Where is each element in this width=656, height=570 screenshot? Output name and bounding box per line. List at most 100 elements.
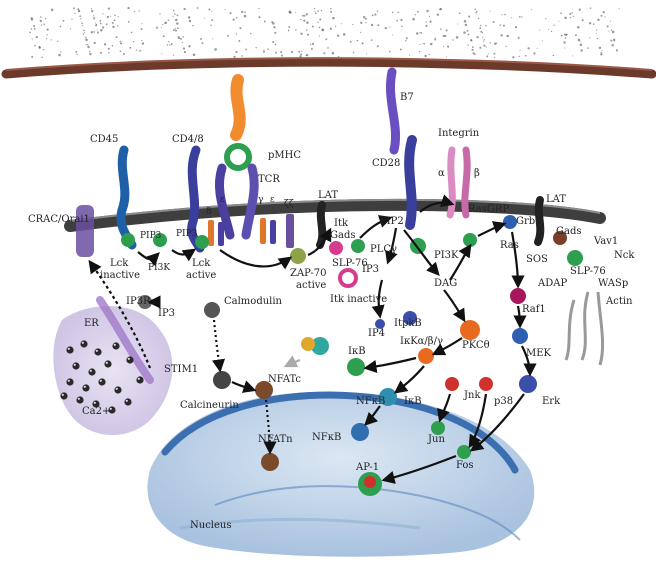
label-jnk: Jnk (463, 390, 481, 401)
speckle (172, 16, 173, 17)
arrow-lck-zap (220, 250, 290, 266)
speckle (112, 26, 114, 28)
speckle (51, 39, 52, 40)
speckle (95, 22, 96, 23)
speckle (505, 46, 506, 47)
label-gads-b: Gads (556, 226, 581, 237)
speckle (593, 23, 595, 25)
speckle (51, 9, 54, 12)
speckle (323, 52, 325, 54)
label-calcineurin: Calcineurin (180, 400, 239, 411)
speckle (474, 8, 476, 10)
speckle (426, 10, 428, 12)
label-slp76-b: SLP-76 (570, 266, 606, 277)
speckle (573, 16, 574, 17)
speckle (596, 29, 597, 30)
speckle (446, 29, 448, 31)
speckle (57, 41, 58, 42)
speckle (173, 10, 175, 12)
calcium-ion (76, 396, 83, 403)
label-zz: ζζ (284, 199, 294, 209)
speckle (564, 17, 567, 20)
speckle (192, 25, 194, 27)
label-ap1: AP-1 (355, 462, 379, 473)
p38-blob (479, 377, 493, 391)
speckle (102, 13, 103, 14)
speckle (400, 49, 402, 51)
label-nfatc: NFATc (268, 374, 301, 385)
speckle (301, 51, 302, 52)
speckle (366, 53, 367, 54)
label-sos: SOS (526, 254, 548, 265)
speckle (236, 17, 238, 19)
speckle (171, 43, 173, 45)
speckle (616, 49, 618, 51)
calcium-ion (126, 356, 133, 363)
speckle (319, 35, 320, 36)
speckle (521, 16, 522, 17)
label-ip3-a: IP3 (362, 264, 379, 275)
speckle (319, 27, 321, 29)
speckle (197, 7, 199, 9)
speckle (494, 53, 496, 55)
speckle (58, 54, 61, 57)
mek-blob (512, 328, 528, 344)
speckle (602, 50, 603, 51)
arrow-lck-pi3k (138, 252, 158, 259)
speckle (107, 16, 109, 18)
endoplasmic-reticulum (53, 300, 172, 435)
speckle (317, 10, 319, 12)
speckle (211, 19, 213, 21)
speckle (46, 28, 48, 30)
label-pip2: PIP2 (380, 216, 404, 227)
speckle (569, 13, 571, 15)
speckle (456, 36, 459, 39)
speckle (377, 24, 379, 26)
speckle (95, 24, 97, 26)
label-ip3-b: IP3 (158, 308, 175, 319)
speckle (577, 26, 580, 29)
speckle (321, 10, 322, 11)
speckle (476, 10, 478, 12)
speckle (360, 22, 362, 24)
speckle (82, 25, 83, 26)
speckle (83, 33, 84, 34)
label-lat-a: LAT (318, 190, 338, 201)
speckle (41, 24, 42, 25)
speckle (184, 51, 186, 53)
speckle (244, 11, 246, 13)
speckle (106, 23, 108, 25)
apc-membrane (6, 58, 652, 74)
speckle (322, 29, 324, 31)
speckle (167, 44, 168, 45)
speckle (472, 46, 474, 48)
speckle (552, 55, 554, 57)
speckle (300, 33, 302, 35)
speckle (417, 11, 419, 13)
speckle (255, 47, 256, 48)
speckle (401, 26, 402, 27)
calcium-ion-highlight (116, 388, 118, 390)
label-integrin: Integrin (438, 128, 480, 139)
speckle (480, 31, 482, 33)
label-pip3-a: PIP3 (140, 231, 162, 241)
ikb-blob-a (347, 358, 365, 376)
speckle (74, 13, 75, 14)
speckle (467, 30, 469, 32)
speckle (389, 51, 391, 53)
calcium-ion-highlight (78, 398, 80, 400)
label-ikb-b: IκB (404, 396, 422, 407)
speckle (178, 36, 181, 39)
label-pip3-b: PIP3 (176, 229, 198, 239)
speckle (63, 20, 65, 22)
speckle (551, 31, 552, 32)
label-ikk: IκKα/β/γ (400, 336, 443, 347)
speckle (365, 22, 366, 23)
cd3-epsilon-1 (218, 222, 224, 246)
speckle (478, 18, 480, 20)
speckle (362, 42, 364, 44)
speckle (330, 8, 332, 10)
speckle (163, 35, 165, 37)
speckle (512, 56, 514, 58)
speckle (501, 14, 502, 15)
